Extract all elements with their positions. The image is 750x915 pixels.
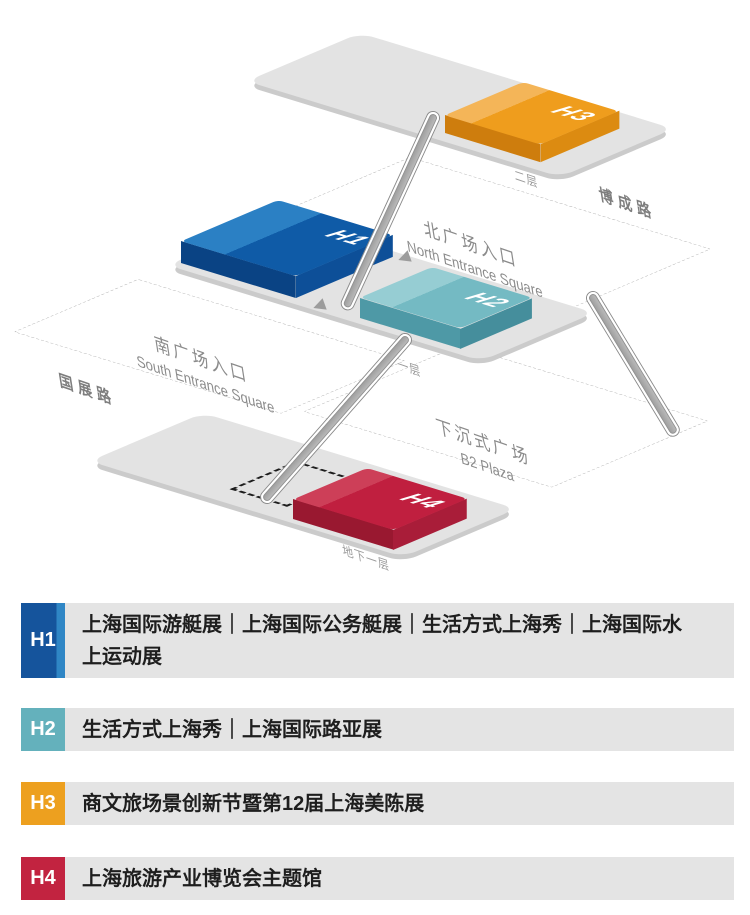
legend-text-h4: 上海旅游产业博览会主题馆 — [65, 857, 330, 900]
legend-row-h2: H2 生活方式上海秀｜上海国际路亚展 — [21, 708, 734, 751]
legend-badge-h1: H1 — [21, 603, 65, 678]
hall-h4-code: H4 — [393, 490, 452, 512]
legend-text-h2: 生活方式上海秀｜上海国际路亚展 — [65, 708, 390, 751]
hall-h2-code: H2 — [458, 289, 517, 311]
venue-map: 北广场入口 North Entrance Square 南广场入口 South … — [13, 33, 712, 574]
hall-h3-code: H3 — [544, 103, 603, 125]
legend-badge-h3: H3 — [21, 782, 65, 825]
legend-text-h3-value: 商文旅场景创新节暨第12届上海美陈展 — [82, 792, 425, 815]
legend-row-h3: H3 商文旅场景创新节暨第12届上海美陈展 — [21, 782, 734, 825]
legend-text-h2-value: 生活方式上海秀｜上海国际路亚展 — [82, 718, 382, 741]
guozhan-road-label: 国展路 — [57, 371, 118, 410]
legend-row-h1: H1 上海国际游艇展｜上海国际公务艇展｜生活方式上海秀｜上海国际水上运动展 — [21, 603, 734, 678]
legend-text-h1: 上海国际游艇展｜上海国际公务艇展｜生活方式上海秀｜上海国际水上运动展 — [65, 603, 690, 678]
legend-badge-h2: H2 — [21, 708, 65, 751]
legend-row-h4: H4 上海旅游产业博览会主题馆 — [21, 857, 734, 900]
legend-badge-h4: H4 — [21, 857, 65, 900]
legend-text-h1-value: 上海国际游艇展｜上海国际公务艇展｜生活方式上海秀｜上海国际水上运动展 — [82, 613, 682, 668]
legend-text-h4-value: 上海旅游产业博览会主题馆 — [82, 867, 322, 890]
legend-text-h3: 商文旅场景创新节暨第12届上海美陈展 — [65, 782, 432, 825]
